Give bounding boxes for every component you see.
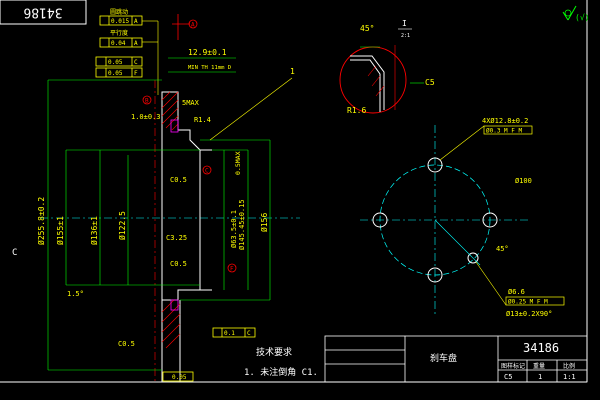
bolt-frame xyxy=(483,125,533,135)
tech-req-item-1: 1. 未注倒角 C1. xyxy=(244,366,318,378)
dim-c0-5-b: C0.5 xyxy=(170,260,187,268)
svg-text:0.015: 0.015 xyxy=(111,18,129,25)
margin-letter: C xyxy=(12,248,17,258)
small-hole xyxy=(467,252,479,264)
dim-min-thickness: MIN TH 11mm D xyxy=(188,65,231,71)
svg-text:F: F xyxy=(230,266,234,273)
runout-label: 圆跳动 xyxy=(110,8,128,16)
dim-width-12-9: 12.9±0.1 xyxy=(188,48,227,57)
detail-view-scale: 2:1 xyxy=(401,33,410,39)
frame-runout xyxy=(99,15,143,26)
dim-155: Ø155±1 xyxy=(55,216,65,245)
part-number-rotated: 34186 xyxy=(23,5,62,20)
bolt-hole-bottom xyxy=(427,267,443,283)
svg-text:A: A xyxy=(134,18,138,25)
svg-text:0.05: 0.05 xyxy=(172,374,187,381)
dim-outer-dia: Ø255.8±0.2 xyxy=(36,197,46,245)
svg-text:A: A xyxy=(134,40,138,47)
dim-63: Ø63.5±0.1 xyxy=(230,210,238,248)
svg-text:A: A xyxy=(191,22,195,29)
datum-b-marker: B xyxy=(142,95,152,105)
svg-text:C: C xyxy=(205,168,209,175)
title-hdr-2: 重量 xyxy=(533,362,545,370)
svg-text:0.04: 0.04 xyxy=(111,40,126,47)
svg-text:0.05: 0.05 xyxy=(108,70,123,77)
surface-finish-symbol: (√) xyxy=(562,5,589,22)
frame-3 xyxy=(95,56,143,67)
title-block-part-number: 34186 xyxy=(523,341,559,355)
svg-text:0.05: 0.05 xyxy=(108,59,123,66)
title-hdr-3: 比例 xyxy=(563,362,575,370)
bolt-hole-right xyxy=(482,212,498,228)
dim-r1-4: R1.4 xyxy=(194,116,211,124)
title-block xyxy=(324,335,588,383)
datum-a-marker: A xyxy=(172,14,198,40)
svg-text:Ø0.3 M F M: Ø0.3 M F M xyxy=(486,128,523,135)
bolt-hole-top xyxy=(427,157,443,173)
svg-text:B: B xyxy=(145,98,149,105)
pcd-label: Ø100 xyxy=(515,177,532,185)
part-number-box: 34186 xyxy=(0,0,87,25)
frame-perp: 0.1 C xyxy=(212,327,256,338)
svg-text:(√): (√) xyxy=(575,13,589,22)
detail-view-i xyxy=(339,45,407,114)
title-val-2: 1 xyxy=(538,373,542,381)
angle-45-b: 45° xyxy=(496,245,509,253)
detail-view-label: I xyxy=(402,19,407,28)
flatness-label: 平行度 xyxy=(110,29,128,37)
label-1: 1 xyxy=(290,67,295,76)
small-hole-frame xyxy=(505,296,565,306)
frame-parallel xyxy=(99,37,143,48)
bolt-pattern-label: 4XØ12.8±0.2 xyxy=(482,117,528,125)
dim-122: Ø122.5 xyxy=(117,211,127,240)
dim-136: Ø136±1 xyxy=(89,216,99,245)
title-val-1: C5 xyxy=(504,373,512,381)
datum-f-marker: F xyxy=(227,263,237,273)
title-block-part-name: 刹车盘 xyxy=(430,352,457,364)
tech-req-heading: 技术要求 xyxy=(256,346,292,358)
detail-r1-6: R1.6 xyxy=(347,106,366,115)
bolt-circle-view xyxy=(360,125,530,315)
section-band-top xyxy=(170,119,179,133)
dim-c3-25: C3.25 xyxy=(166,234,187,242)
dim-angle-1-5: 1.5° xyxy=(67,290,84,298)
dim-0-5max: 0.5MAX xyxy=(234,151,242,175)
title-val-3: 1:1 xyxy=(563,373,576,381)
section-band-bottom xyxy=(170,299,179,311)
section-hatch xyxy=(161,91,181,349)
frame-small-bottom: 0.05 xyxy=(162,371,194,382)
small-hole-label: Ø6.6 xyxy=(508,288,525,296)
dim-145: Ø145.45±0.15 xyxy=(238,199,246,250)
vertical-dimension-lines xyxy=(47,79,271,371)
svg-text:C: C xyxy=(134,59,138,66)
svg-text:Ø0.25 M F M: Ø0.25 M F M xyxy=(508,299,548,306)
small-hole-cb-label: Ø13±0.2X90° xyxy=(506,310,552,318)
dim-5max: 5MAX xyxy=(182,99,200,107)
bolt-hole-left xyxy=(372,212,388,228)
detail-c5: C5 xyxy=(425,78,435,87)
dim-1-0: 1.0±0.3 xyxy=(131,113,161,121)
dim-c0-5-c: C0.5 xyxy=(118,340,135,348)
tolerance-frames: 圆跳动 0.015 A 平行度 0.04 A 0.05 C 0.05 F xyxy=(95,8,159,95)
datum-c-marker: C xyxy=(202,165,212,175)
detail-angle-45: 45° xyxy=(360,24,374,33)
dim-156: Ø156 xyxy=(259,213,269,232)
svg-text:C: C xyxy=(247,330,251,337)
dim-c0-5-a: C0.5 xyxy=(170,176,187,184)
svg-text:F: F xyxy=(134,70,138,77)
svg-text:0.1: 0.1 xyxy=(224,330,235,337)
title-hdr-1: 图样标记 xyxy=(501,362,525,370)
frame-4 xyxy=(95,67,143,78)
